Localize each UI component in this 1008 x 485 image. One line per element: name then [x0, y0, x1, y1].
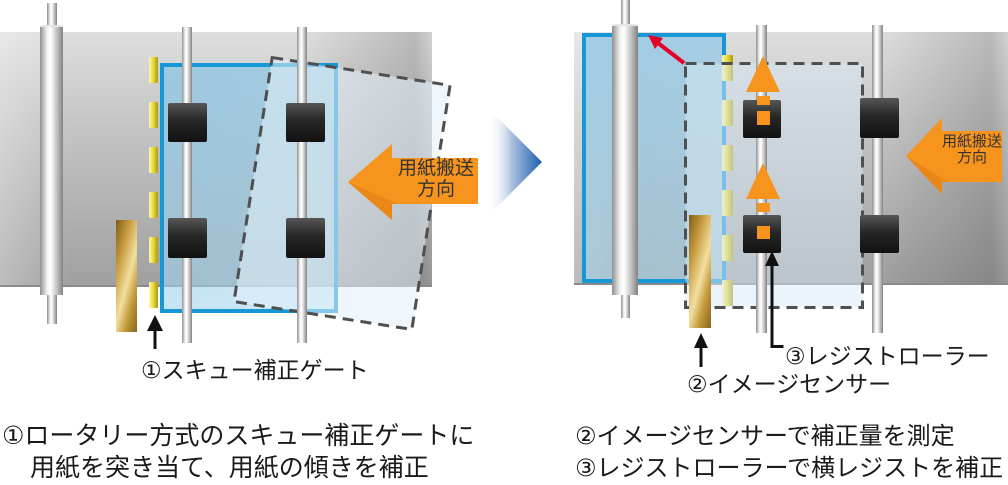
transport-direction-text: 用紙搬送 方向 [397, 158, 474, 200]
guide-roller-axle-top [621, 0, 630, 25]
flow-arrow-icon [488, 108, 542, 216]
gate-segment [149, 237, 158, 263]
guide-roller [40, 25, 63, 295]
shift-up-arrow-icon [746, 163, 780, 199]
sensor-pointer-arrow-icon [694, 333, 708, 367]
roller [168, 103, 207, 142]
guide-roller-axle-bottom [47, 295, 57, 324]
left-panel: 用紙搬送 方向 ①スキュー補正ゲート ①ロータリー方式のスキュー補正ゲートに 用… [0, 0, 485, 485]
roller [286, 103, 325, 142]
transport-direction-arrow-icon [348, 144, 478, 220]
shift-up-arrow-icon [746, 56, 780, 92]
left-caption-line2: 用紙を突き当て、用紙の傾きを補正 [30, 454, 429, 482]
roller [168, 218, 207, 258]
regist-label: ③レジストローラー [785, 343, 990, 369]
roller-shaft [297, 27, 307, 343]
gate-segment [149, 147, 158, 173]
image-sensor-bar [116, 220, 137, 332]
right-caption-line1: ②イメージセンサーで補正量を測定 [575, 423, 955, 450]
roller [286, 218, 325, 258]
gate-segment [149, 57, 158, 83]
roller-shaft [182, 27, 192, 343]
roller-shaft [872, 25, 883, 333]
roller [860, 98, 899, 138]
gate-segment [149, 192, 158, 218]
shift-arrow-dash [757, 111, 770, 125]
left-caption-line1: ①ロータリー方式のスキュー補正ゲートに [2, 422, 475, 450]
shift-arrow-dash [757, 96, 770, 105]
sensor-label: ②イメージセンサー [687, 371, 892, 397]
image-sensor-bar [689, 215, 711, 328]
shift-arrow-dash [757, 226, 770, 239]
regist-pointer-arrow-icon [765, 251, 784, 348]
skew-shift-arrow-icon [648, 35, 686, 65]
right-caption-line2: ③レジストローラーで横レジストを補正 [575, 455, 1004, 482]
roller [860, 215, 899, 253]
gate-pointer-arrow-icon [147, 315, 163, 349]
transport-direction-text: 用紙搬送 方向 [942, 133, 1003, 167]
gate-segment [149, 282, 158, 308]
guide-roller-axle-top [47, 3, 57, 27]
gate-label: ①スキュー補正ゲート [141, 357, 369, 383]
left-caption: ①ロータリー方式のスキュー補正ゲートに 用紙を突き当て、用紙の傾きを補正 [2, 420, 474, 484]
shift-arrow-dash [757, 203, 770, 212]
right-caption: ②イメージセンサーで補正量を測定 ③レジストローラーで横レジストを補正 [575, 421, 1003, 485]
guide-roller-axle-bottom [621, 295, 630, 318]
transport-direction-arrow-icon [906, 118, 1002, 194]
gate-segment [149, 102, 158, 128]
guide-roller [612, 24, 638, 295]
